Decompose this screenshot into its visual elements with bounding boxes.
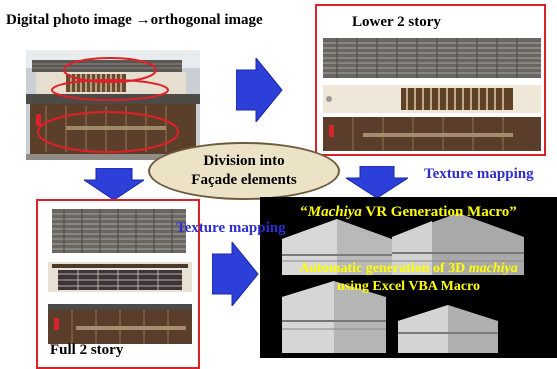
machiya-photo: [26, 50, 200, 160]
full-wall-texture: [48, 262, 192, 292]
house-model-2: [392, 213, 524, 275]
macro-panel: “Machiya VR Generation Macro” Automatic …: [260, 197, 557, 358]
full-ground-texture: [48, 304, 192, 344]
lower-story-label: Lower 2 story: [352, 14, 441, 30]
macro-desc-line2: using Excel VBA Macro: [337, 279, 480, 294]
arrow-right-icon: [212, 242, 259, 306]
full-story-label: Full 2 story: [50, 342, 124, 358]
house-model-1: [282, 219, 392, 275]
texture-mapping-label-right: Texture mapping: [424, 166, 534, 182]
macro-desc-line1: Automatic generation of 3D: [299, 261, 469, 276]
macro-desc-italic: machiya: [468, 261, 518, 276]
macro-description: Automatic generation of 3D machiya using…: [260, 260, 557, 296]
house-model-3: [282, 281, 386, 353]
macro-title-italic: Machiya: [307, 204, 362, 220]
full-roof-texture: [52, 209, 186, 253]
arrow-right-icon: [236, 58, 283, 122]
division-oval-line1: Division into: [203, 153, 285, 169]
macro-title-open: “: [300, 204, 308, 220]
texture-mapping-label-left: Texture mapping: [176, 220, 286, 236]
house-model-4: [398, 305, 498, 353]
arrow-down-icon: [346, 166, 408, 198]
arrow-down-icon: [84, 168, 144, 200]
lower-ground-texture: [323, 117, 541, 151]
macro-title-rest: VR Generation Macro”: [361, 204, 517, 220]
lower-wall-texture: [323, 85, 541, 113]
division-oval-line2: Façade elements: [191, 172, 297, 188]
diagram-title: Digital photo image →orthogonal image: [6, 12, 263, 28]
macro-title: “Machiya VR Generation Macro”: [260, 204, 557, 221]
lower-roof-texture: [323, 38, 541, 78]
division-oval: Division into Façade elements: [148, 142, 340, 200]
